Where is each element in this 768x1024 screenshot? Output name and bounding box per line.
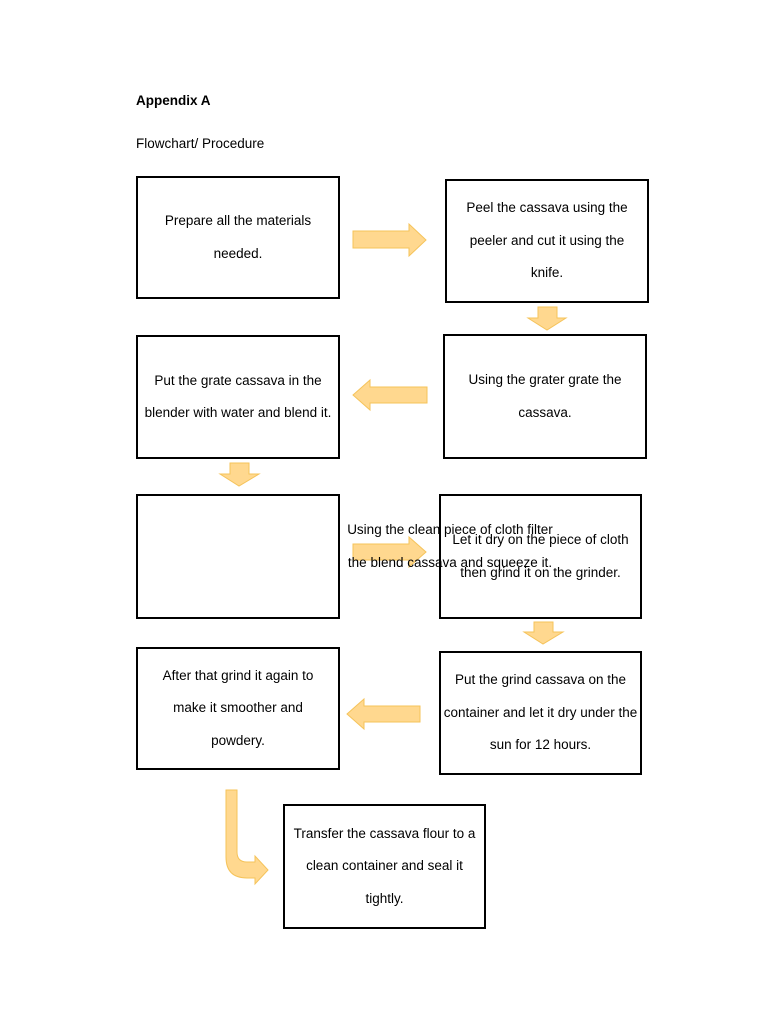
- bent-arrow-icon: [225, 789, 269, 886]
- step-box-5: [136, 494, 340, 619]
- down-arrow-icon: [218, 462, 261, 487]
- left-arrow-icon: [346, 697, 421, 731]
- step-7-text: Put the grind cassava on the container a…: [443, 672, 638, 753]
- step-3-text: Using the grater grate the cassava.: [468, 372, 622, 420]
- down-arrow-icon: [522, 621, 565, 645]
- step-box-7: Put the grind cassava on the container a…: [439, 651, 642, 775]
- step-5-text: Using the clean piece of cloth filter th…: [347, 522, 553, 570]
- step-2-text: Peel the cassava using the peeler and cu…: [466, 200, 628, 281]
- step-8-text: After that grind it again to make it smo…: [162, 667, 314, 748]
- step-1-text: Prepare all the materials needed.: [164, 213, 312, 261]
- step-box-3: Using the grater grate the cassava.: [443, 334, 647, 459]
- flowchart-subheading: Flowchart/ Procedure: [136, 136, 265, 151]
- down-arrow-icon: [526, 306, 568, 331]
- left-arrow-icon: [352, 378, 428, 412]
- step-9-text: Transfer the cassava flour to a clean co…: [293, 825, 476, 906]
- appendix-heading: Appendix A: [136, 93, 211, 108]
- step-box-9: Transfer the cassava flour to a clean co…: [283, 804, 486, 929]
- step-6-text: Let it dry on the piece of cloth then gr…: [452, 532, 629, 580]
- step-box-2: Peel the cassava using the peeler and cu…: [445, 179, 649, 303]
- step-box-8: After that grind it again to make it smo…: [136, 647, 340, 770]
- right-arrow-icon: [352, 222, 427, 258]
- step-box-4: Put the grate cassava in the blender wit…: [136, 335, 340, 459]
- step-box-6: Let it dry on the piece of cloth then gr…: [439, 494, 642, 619]
- step-box-1: Prepare all the materials needed.: [136, 176, 340, 299]
- step-4-text: Put the grate cassava in the blender wit…: [144, 372, 332, 421]
